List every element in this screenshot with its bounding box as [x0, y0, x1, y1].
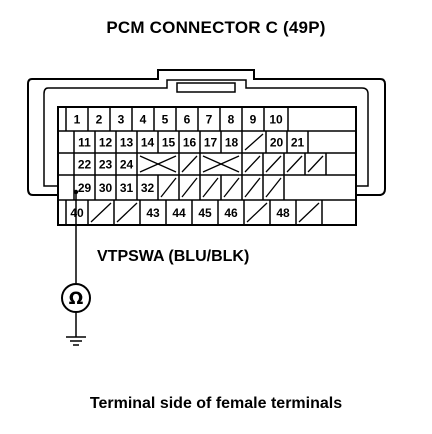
- terminal-1: 1: [74, 107, 89, 131]
- terminal-label: 46: [224, 206, 238, 220]
- connector-title: PCM CONNECTOR C (49P): [106, 18, 326, 37]
- terminal-label: 15: [162, 136, 176, 150]
- terminal-20: 20: [270, 131, 288, 153]
- terminal-blank: [307, 153, 327, 175]
- terminal-7: 7: [206, 107, 221, 131]
- terminal-label: 6: [184, 113, 191, 127]
- terminal-blank: [181, 175, 201, 200]
- terminal-43: 43: [146, 200, 167, 225]
- terminal-label: 13: [120, 136, 134, 150]
- terminal-label: 9: [250, 113, 257, 127]
- terminal-blank: [244, 175, 264, 200]
- terminal-8: 8: [228, 107, 243, 131]
- terminal-blank: [298, 200, 323, 225]
- terminal-30: 30: [99, 175, 117, 200]
- connector-latch: [176, 82, 236, 93]
- terminal-17: 17: [204, 131, 222, 153]
- terminal-blank: [246, 200, 271, 225]
- terminal-blank: [139, 153, 180, 175]
- terminal-label: 21: [291, 136, 305, 150]
- terminal-16: 16: [183, 131, 201, 153]
- terminal-label: 45: [198, 206, 212, 220]
- terminal-40: 40: [70, 200, 89, 225]
- terminal-label: 7: [206, 113, 213, 127]
- terminal-11: 11: [78, 131, 96, 153]
- terminal-29: 29: [78, 175, 96, 200]
- terminal-blank: [90, 200, 115, 225]
- terminal-5: 5: [162, 107, 177, 131]
- terminal-23: 23: [99, 153, 117, 175]
- terminal-label: 22: [78, 158, 92, 172]
- terminal-blank: [244, 131, 267, 153]
- connector-inner-shell: [43, 79, 369, 187]
- terminal-48: 48: [276, 200, 297, 225]
- ohmmeter-icon: Ω: [61, 283, 91, 313]
- terminal-label: 40: [70, 206, 84, 220]
- terminal-blank: [286, 153, 306, 175]
- terminal-3: 3: [118, 107, 133, 131]
- terminal-blank: [265, 153, 285, 175]
- terminal-label: 43: [146, 206, 160, 220]
- terminal-label: 2: [96, 113, 103, 127]
- terminal-blank: [116, 200, 141, 225]
- terminal-label: 32: [141, 181, 155, 195]
- terminal-6: 6: [184, 107, 199, 131]
- terminal-9: 9: [250, 107, 265, 131]
- terminal-label: 48: [276, 206, 290, 220]
- signal-label: VTPSWA (BLU/BLK): [97, 248, 250, 265]
- terminal-label: 17: [204, 136, 218, 150]
- terminal-label: 31: [120, 181, 134, 195]
- ohm-symbol: Ω: [69, 289, 83, 309]
- terminal-blank: [160, 175, 180, 200]
- terminal-label: 14: [141, 136, 155, 150]
- terminal-label: 29: [78, 181, 92, 195]
- terminal-label: 30: [99, 181, 113, 195]
- terminal-label: 23: [99, 158, 113, 172]
- terminal-label: 11: [78, 136, 91, 150]
- terminal-blank: [223, 175, 243, 200]
- diagram-caption: Terminal side of female terminals: [89, 395, 343, 412]
- terminal-15: 15: [162, 131, 180, 153]
- terminal-2: 2: [96, 107, 111, 131]
- terminal-10: 10: [269, 107, 289, 131]
- terminal-blank: [202, 175, 222, 200]
- terminal-32: 32: [141, 175, 159, 200]
- terminal-21: 21: [291, 131, 309, 153]
- terminal-label: 1: [74, 113, 81, 127]
- terminal-44: 44: [172, 200, 193, 225]
- terminal-13: 13: [120, 131, 138, 153]
- terminal-14: 14: [141, 131, 159, 153]
- terminal-45: 45: [198, 200, 219, 225]
- terminal-22: 22: [78, 153, 96, 175]
- terminal-label: 3: [118, 113, 125, 127]
- terminal-blank: [244, 153, 264, 175]
- terminal-24: 24: [120, 153, 138, 175]
- terminal-blank: [202, 153, 243, 175]
- terminal-label: 10: [269, 113, 283, 127]
- terminal-label: 20: [270, 136, 284, 150]
- terminal-label: 4: [140, 113, 147, 127]
- terminal-31: 31: [120, 175, 138, 200]
- terminal-label: 12: [99, 136, 113, 150]
- terminal-label: 18: [225, 136, 239, 150]
- terminal-label: 44: [172, 206, 186, 220]
- terminal-18: 18: [225, 131, 243, 153]
- terminal-label: 24: [120, 158, 134, 172]
- terminal-label: 8: [228, 113, 235, 127]
- terminal-label: 16: [183, 136, 197, 150]
- ground-icon: [66, 336, 86, 346]
- terminal-46: 46: [224, 200, 245, 225]
- terminal-4: 4: [140, 107, 155, 131]
- terminal-12: 12: [99, 131, 117, 153]
- connector-housing: [27, 69, 386, 196]
- terminal-label: 5: [162, 113, 169, 127]
- terminal-blank: [181, 153, 201, 175]
- terminal-blank: [265, 175, 285, 200]
